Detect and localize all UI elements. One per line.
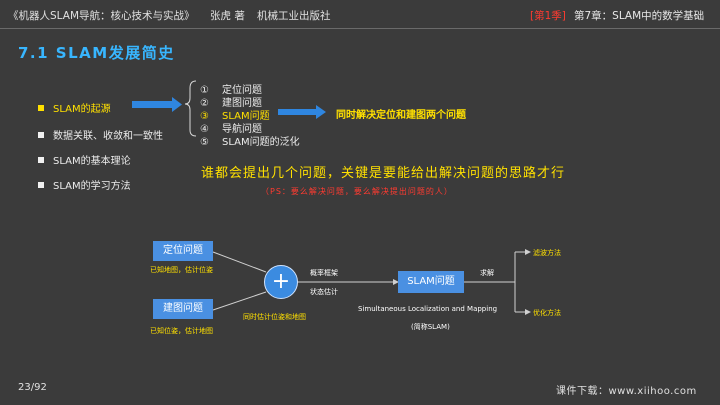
combine-note: 同时估计位姿和地图 — [243, 313, 306, 321]
mapping-note: 已知位姿，估计地图 — [150, 327, 213, 335]
bullet-icon — [38, 157, 44, 163]
problem-label: SLAM问题 — [222, 111, 270, 122]
optimization-method-label: 优化方法 — [533, 309, 561, 317]
problem-item-generalization: ⑤ SLAM问题的泛化 — [200, 133, 300, 148]
state-estimation-label: 状态估计 — [310, 288, 338, 296]
slam-box: SLAM问题 — [398, 271, 464, 293]
problem-item-mapping: ② 建图问题 — [200, 94, 262, 109]
mapping-box: 建图问题 — [153, 299, 213, 319]
tagline: 谁都会提出几个问题，关键是要能给出解决问题的思路才行 — [201, 166, 566, 181]
season-badge: [第1季] — [530, 10, 566, 22]
prob-framework-label: 概率框架 — [310, 269, 338, 277]
menu-item-label: 数据关联、收敛和一致性 — [53, 131, 163, 142]
chapter-title: 第7章：SLAM中的数学基础 — [574, 10, 705, 22]
problem-num: ⑤ — [200, 137, 209, 148]
menu-item-slam-origin[interactable]: SLAM的起源 — [38, 100, 111, 115]
menu-item-label: SLAM的学习方法 — [53, 181, 131, 192]
arrow-right-icon — [278, 105, 326, 119]
problem-num: ② — [200, 98, 209, 109]
slam-abbr: (简称SLAM) — [411, 323, 450, 331]
problem-item-localization: ① 定位问题 — [200, 81, 262, 96]
publisher: 机械工业出版社 — [257, 10, 331, 22]
problem-item-slam: ③ SLAM问题 — [200, 107, 270, 122]
localization-note: 已知地图，估计位姿 — [150, 266, 213, 274]
filter-method-label: 滤波方法 — [533, 249, 561, 257]
download-link[interactable]: 课件下载：www.xiihoo.com — [556, 386, 697, 397]
conclusion-text: 同时解决定位和建图两个问题 — [336, 110, 466, 121]
ps-note: （PS：要么解决问题，要么解决提出问题的人） — [261, 187, 453, 196]
slam-full-name: Simultaneous Localization and Mapping — [358, 305, 498, 313]
book-title: 《机器人SLAM导航：核心技术与实战》 — [8, 10, 195, 22]
problem-num: ① — [200, 85, 209, 96]
problem-label: 建图问题 — [222, 98, 262, 109]
problem-label: 导航问题 — [222, 124, 262, 135]
bullet-icon — [38, 182, 44, 188]
menu-item-label: SLAM的起源 — [53, 104, 111, 115]
connector-line — [212, 251, 267, 273]
problem-label: SLAM问题的泛化 — [222, 137, 300, 148]
problem-num: ④ — [200, 124, 209, 135]
solve-label: 求解 — [480, 269, 494, 277]
section-title: 7.1 SLAM发展简史 — [18, 44, 175, 62]
menu-item-learning-method[interactable]: SLAM的学习方法 — [38, 177, 131, 192]
brace-icon — [184, 80, 197, 137]
menu-item-label: SLAM的基本理论 — [53, 156, 131, 167]
page-number: 23/92 — [18, 382, 47, 393]
problem-item-navigation: ④ 导航问题 — [200, 120, 262, 135]
bullet-icon — [38, 105, 44, 111]
header-divider — [0, 28, 720, 29]
menu-item-data-association[interactable]: 数据关联、收敛和一致性 — [38, 127, 163, 142]
bullet-icon — [38, 132, 44, 138]
menu-item-basic-theory[interactable]: SLAM的基本理论 — [38, 152, 131, 167]
problem-num: ③ — [200, 111, 209, 122]
problem-label: 定位问题 — [222, 85, 262, 96]
author: 张虎 著 — [210, 10, 245, 22]
localization-box: 定位问题 — [153, 241, 213, 261]
connector-line — [212, 291, 267, 311]
plus-icon: + — [264, 265, 298, 299]
arrow-right-icon — [132, 97, 182, 112]
